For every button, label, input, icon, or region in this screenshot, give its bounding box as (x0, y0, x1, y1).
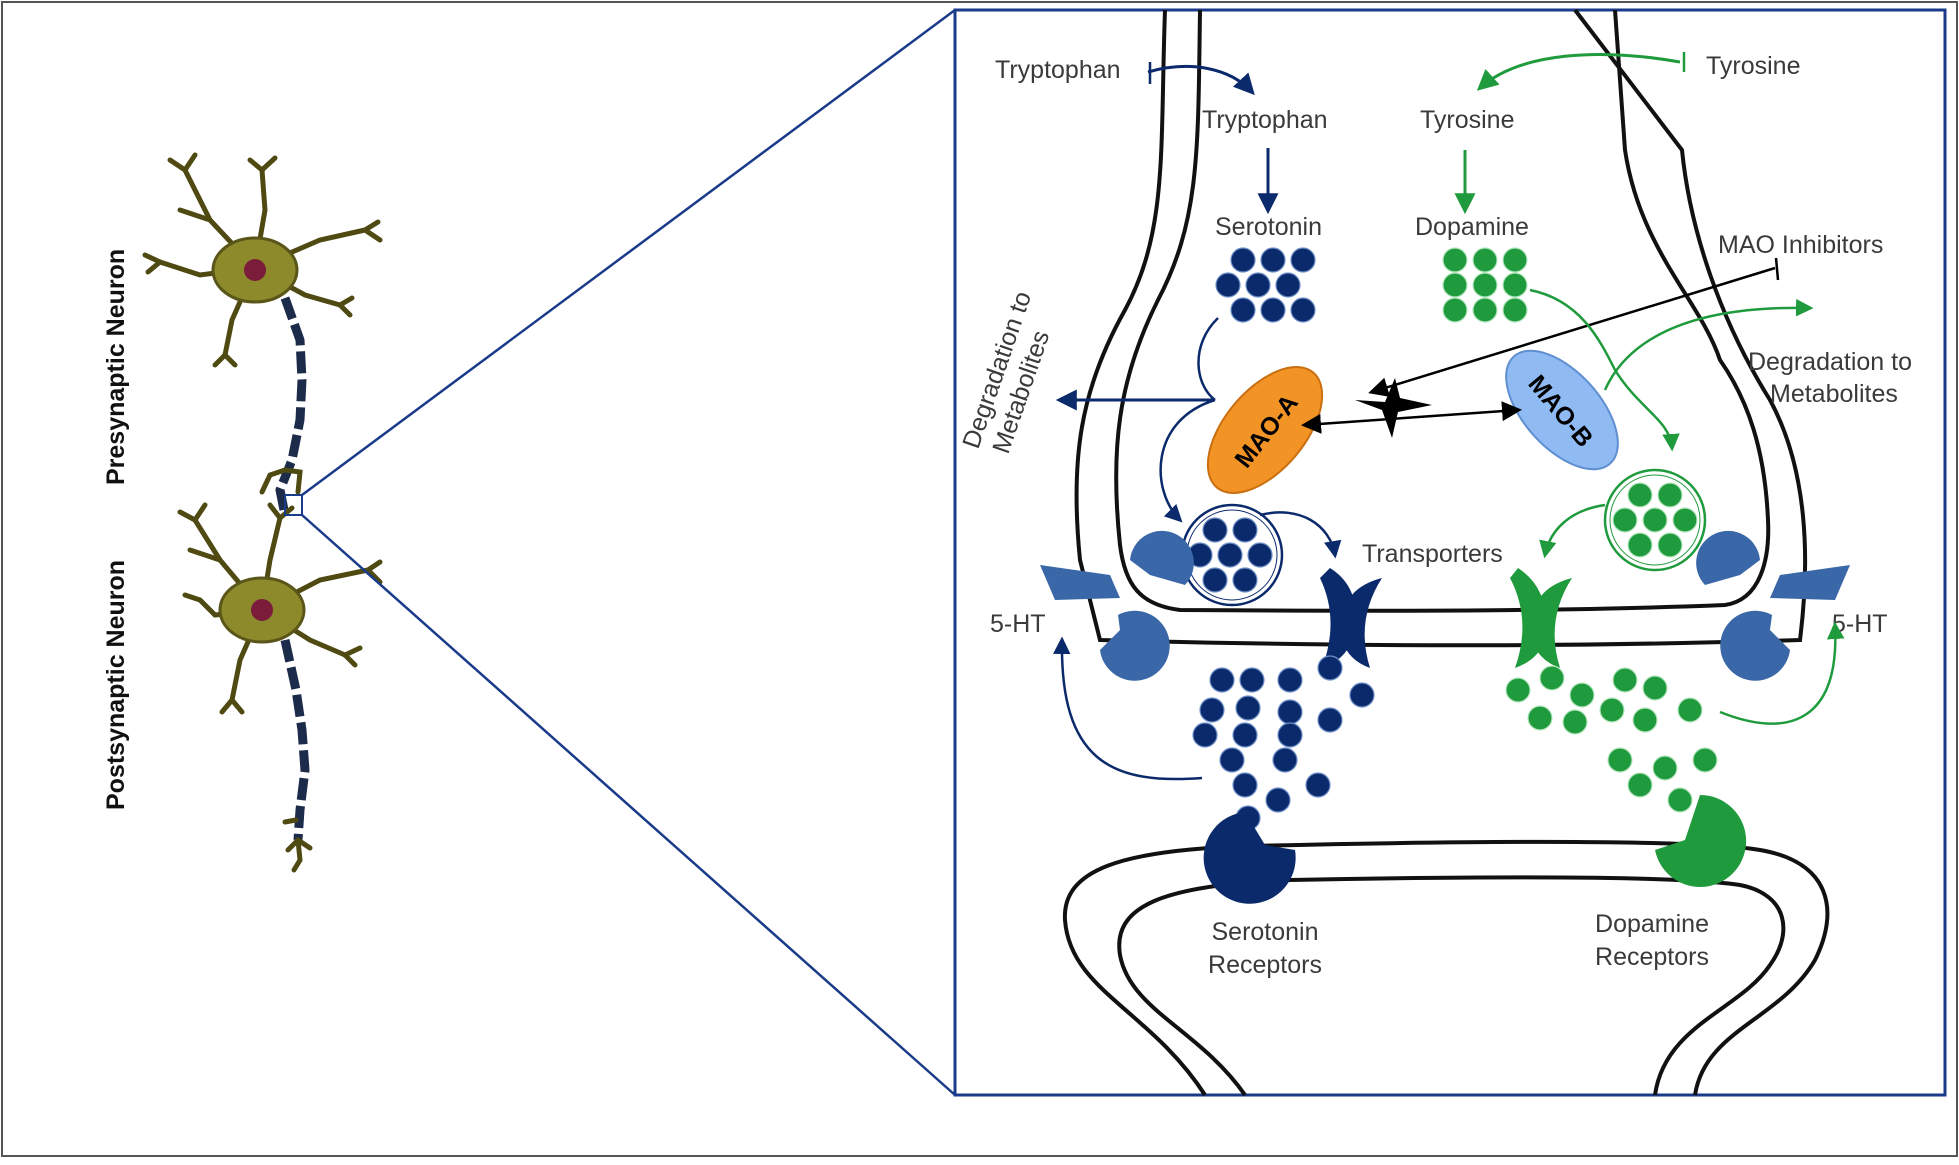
mao-inhibitor-blocker (1774, 257, 1780, 281)
tyrosine-inside-label: Tyrosine (1420, 106, 1514, 134)
mao-inhibitor-arrow (1368, 266, 1776, 397)
serotonin-receptor (1203, 812, 1296, 904)
autoreceptor-right (1696, 530, 1850, 681)
serotonin-receptors-label-2: Receptors (1208, 951, 1322, 979)
degradation-right-label-2: Metabolites (1770, 380, 1898, 408)
presynaptic-label: Presynaptic Neuron (102, 249, 130, 485)
presynaptic-neuron (142, 152, 383, 516)
dopamine-receptors-label-1: Dopamine (1595, 910, 1709, 938)
zoom-line-bottom (301, 514, 956, 1096)
mao-inhibitors-label: MAO Inhibitors (1718, 231, 1883, 259)
serotonin-cluster (1215, 247, 1316, 323)
serotonin-label: Serotonin (1215, 213, 1322, 241)
transporters-label: Transporters (1362, 540, 1503, 568)
serotonin-to-mao-a-line (1197, 317, 1219, 401)
serotonin-to-vesicle-arrow (1159, 398, 1216, 523)
degradation-right-arrow (1603, 298, 1814, 391)
dopamine-to-vesicle-arrow (1529, 288, 1680, 452)
postsynaptic-neuron (177, 502, 383, 873)
mao-double-arrow (1301, 401, 1522, 434)
serotonin-autoreceptor-arrow (1053, 636, 1203, 781)
dopamine-autoreceptor-arrow (1719, 621, 1845, 725)
dopamine-label: Dopamine (1415, 213, 1529, 241)
synapse-membranes (1062, 8, 1830, 1097)
serotonin-release-arrow (1259, 511, 1342, 559)
dopamine-receptors-label-2: Receptors (1595, 943, 1709, 971)
zoom-region-box (284, 494, 303, 516)
mao-a-enzyme: MAO-A (1206, 366, 1324, 494)
5ht-right-label: 5-HT (1832, 610, 1888, 638)
serotonin-transporter (1320, 568, 1382, 668)
tyrosine-outside-label: Tyrosine (1706, 52, 1800, 80)
tyrosine-uptake-arrow (1476, 53, 1681, 91)
mao-b-enzyme: MAO-B (1505, 349, 1619, 471)
zoom-line-top (301, 8, 956, 497)
dopamine-vesicle (1603, 468, 1707, 572)
autoreceptor-left (1040, 530, 1194, 681)
inhibition-star-icon (1355, 378, 1432, 438)
postsynaptic-label: Postsynaptic Neuron (102, 560, 130, 810)
5ht-left-label: 5-HT (990, 610, 1046, 638)
serotonin-vesicle (1180, 503, 1284, 607)
serotonin-receptors-label-1: Serotonin (1211, 918, 1318, 946)
dopamine-transporter (1510, 568, 1572, 668)
tryptophan-inside-label: Tryptophan (1202, 106, 1328, 134)
dopamine-cluster (1442, 247, 1528, 323)
tryptophan-uptake-arrow (1147, 65, 1255, 96)
tryptophan-outside-label: Tryptophan (995, 56, 1121, 84)
dopamine-receptor (1655, 794, 1747, 887)
dopamine-release-arrow (1539, 503, 1606, 559)
degradation-right-label-1: Degradation to (1748, 348, 1912, 376)
